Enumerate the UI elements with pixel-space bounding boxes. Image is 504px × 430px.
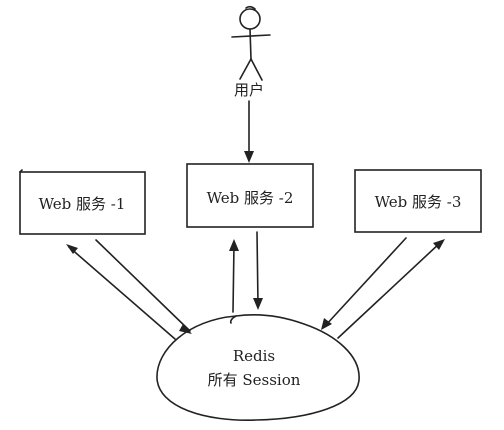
web-service-1-box: Web 服务 -1 bbox=[19, 169, 146, 235]
service-3-redis-arrows bbox=[321, 237, 445, 339]
user-head bbox=[239, 8, 261, 30]
web-service-3-box: Web 服务 -3 bbox=[354, 169, 482, 233]
service-1-redis-arrows bbox=[66, 239, 192, 340]
redis-title: Redis bbox=[233, 347, 275, 365]
user-head-sketch bbox=[245, 5, 256, 10]
user-left-leg bbox=[239, 58, 252, 80]
user-to-service-2-arrow bbox=[244, 100, 254, 163]
redis-subtitle: 所有 Session bbox=[208, 371, 301, 389]
user-right-leg bbox=[250, 58, 263, 81]
user-body bbox=[249, 28, 252, 60]
web-service-2-box: Web 服务 -2 bbox=[186, 163, 314, 228]
service-2-redis-arrows bbox=[229, 231, 263, 313]
user-actor-icon bbox=[231, 5, 271, 81]
web-service-1-label: Web 服务 -1 bbox=[39, 195, 126, 213]
redis-session-store-shape: Redis 所有 Session bbox=[156, 314, 360, 421]
web-service-2-label: Web 服务 -2 bbox=[207, 189, 294, 207]
web-service-3-label: Web 服务 -3 bbox=[375, 193, 462, 211]
user-arms bbox=[231, 34, 271, 38]
user-label: 用户 bbox=[234, 81, 264, 99]
